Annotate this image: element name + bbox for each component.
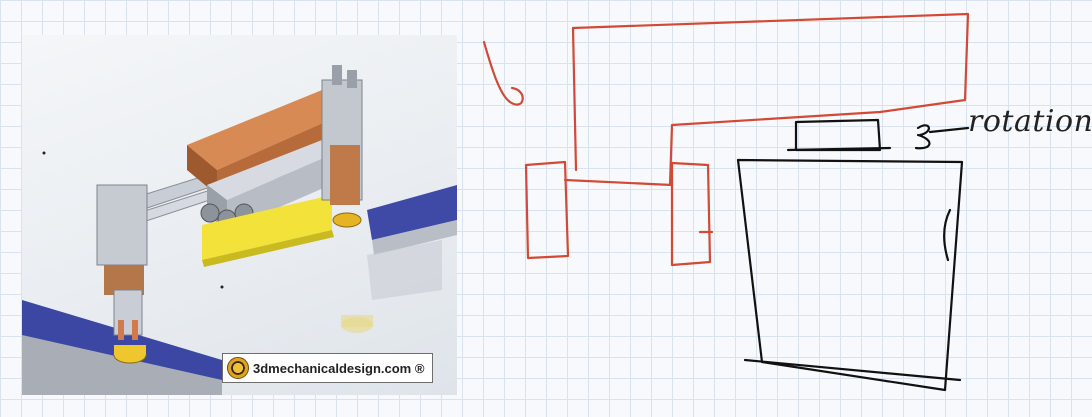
rotation-joint-sketch <box>794 118 882 152</box>
black-ink-sketch <box>736 118 970 392</box>
copper-carriage-top <box>187 90 352 170</box>
gear-logo-icon <box>227 357 249 379</box>
black-frame-sketch <box>736 158 964 392</box>
curved-arrow-stroke <box>482 40 524 106</box>
watermark-text: 3dmechanicaldesign.com ® <box>253 360 425 376</box>
watermark-badge: 3dmechanicaldesign.com ® <box>222 353 434 383</box>
right-conveyor-belt <box>367 185 457 240</box>
rotation-annotation: rotation <box>968 104 1092 139</box>
gantry-illustration <box>22 65 457 395</box>
yellow-block <box>202 195 332 260</box>
red-ink-sketch <box>482 12 970 267</box>
cad-render-image: 3dmechanicaldesign.com ® <box>22 35 457 395</box>
